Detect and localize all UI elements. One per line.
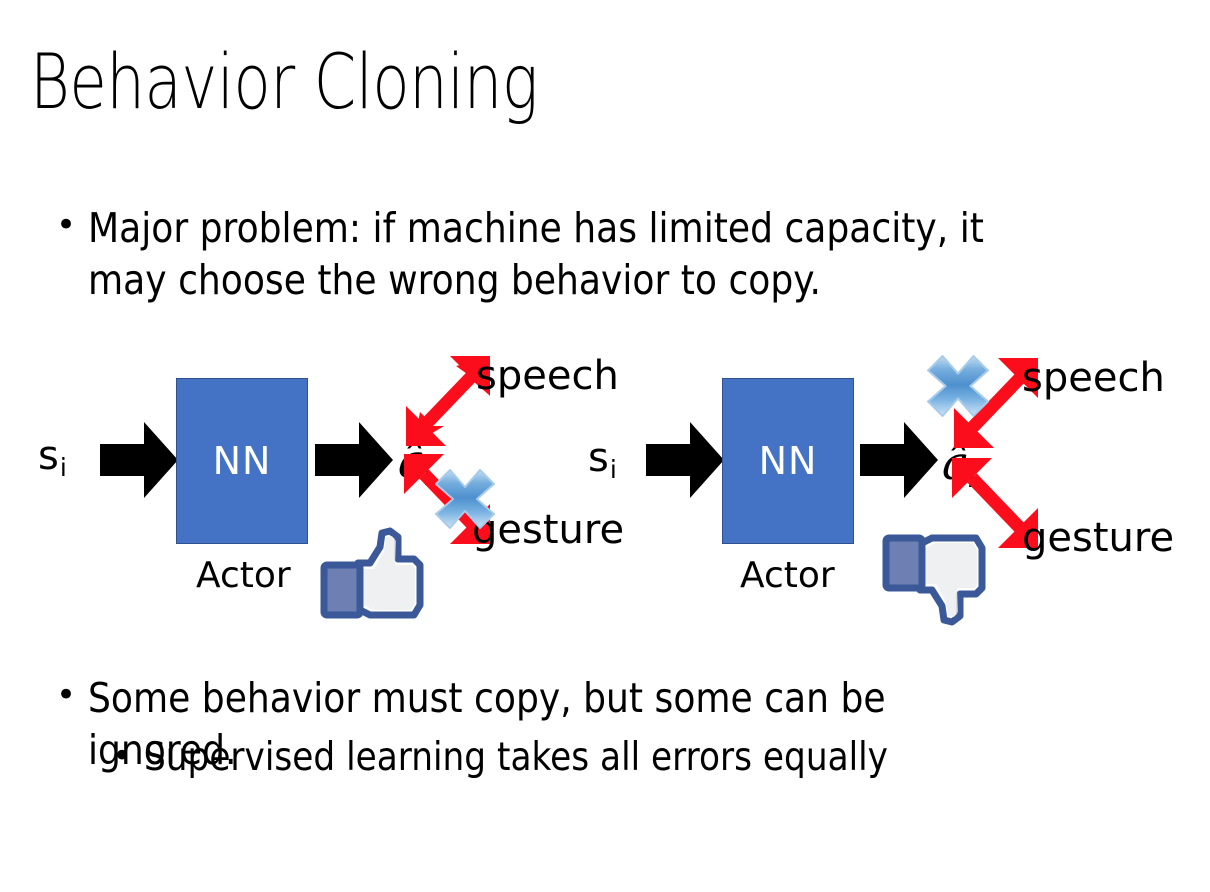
bullet-marker-icon: •	[56, 675, 77, 715]
branch-arrow-speech-right	[950, 356, 1040, 455]
nn-box-label-left: NN	[212, 439, 272, 483]
branch-label-gesture-left: gesture	[472, 507, 625, 553]
cross-out-gesture-icon-left	[434, 468, 496, 535]
actor-caption-right: Actor	[740, 555, 835, 596]
bullet-text-1: Major problem: if machine has limited ca…	[88, 204, 984, 305]
thumbs-down-icon	[880, 528, 988, 633]
state-label-right: si	[588, 435, 617, 484]
bullet-item-1: • Major problem: if machine has limited …	[56, 202, 1176, 307]
state-label-left: si	[38, 433, 67, 482]
branch-label-speech-left: speech	[476, 353, 619, 399]
input-arrow-left	[100, 420, 178, 505]
branch-label-speech-right: speech	[1022, 355, 1165, 401]
branch-label-gesture-right: gesture	[1022, 515, 1175, 561]
bullet-text-2: Some behavior must copy, but some can be…	[88, 674, 886, 775]
branch-arrow-speech-left	[402, 354, 492, 453]
nn-box-right: NN	[722, 378, 854, 544]
input-arrow-right	[646, 420, 724, 505]
bullet-marker-icon: •	[112, 736, 133, 776]
nn-box-left: NN	[176, 378, 308, 544]
output-arrow-right	[860, 420, 938, 505]
bullet-item-2: • Some behavior must copy, but some can …	[56, 672, 1176, 777]
bullet-item-3: • Supervised learning takes all errors e…	[112, 733, 1192, 783]
bullet-text-3: Supervised learning takes all errors equ…	[144, 735, 889, 780]
diagram-negative-case: si NN Actor âi	[560, 340, 1210, 630]
cross-out-speech-icon-right	[926, 354, 990, 423]
actor-caption-left: Actor	[196, 555, 291, 596]
nn-box-label-right: NN	[758, 439, 818, 483]
output-arrow-left	[315, 420, 393, 505]
diagram-positive-case: si NN Actor âi	[0, 340, 624, 630]
branch-arrow-gesture-right	[950, 456, 1040, 555]
bullet-marker-icon: •	[56, 205, 77, 245]
thumbs-up-icon	[318, 525, 426, 630]
page-title: Behavior Cloning	[30, 37, 538, 126]
